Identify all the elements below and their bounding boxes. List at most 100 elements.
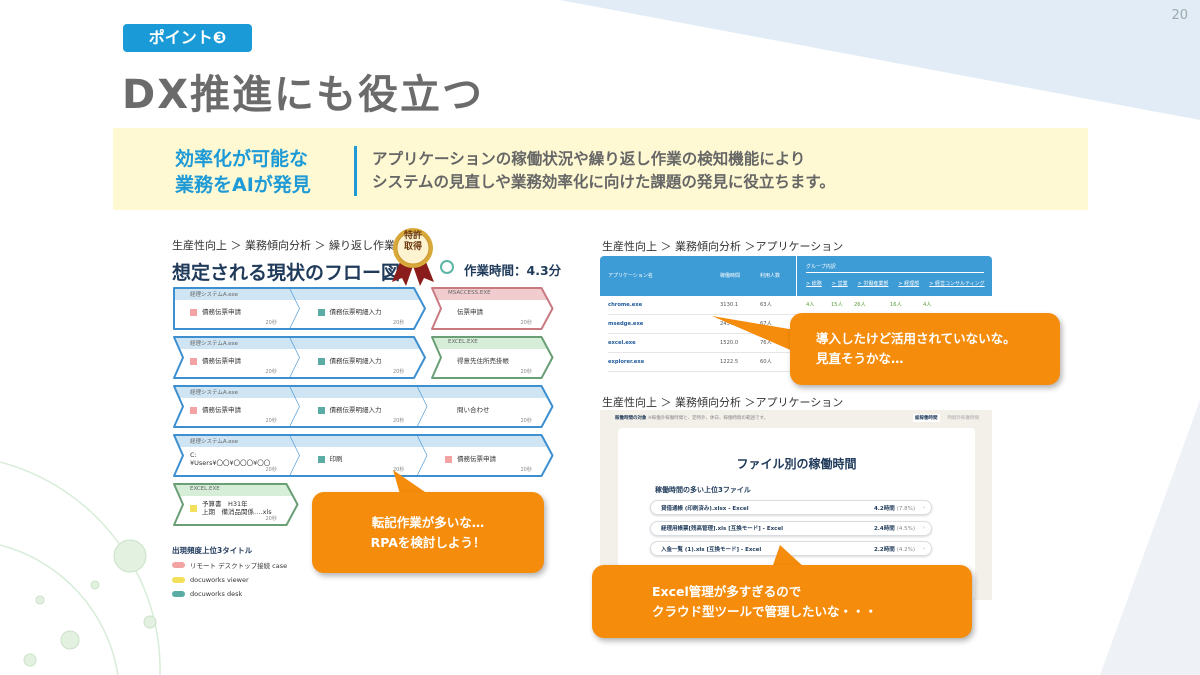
app-shape-outline [431,336,554,379]
files-breadcrumb: 生産性向上 ＞ 業務傾向分析 ＞アプリケーション [602,396,844,409]
app-users: 67人 [760,321,772,327]
chevron-right-icon: › [922,504,925,511]
top-right-band [560,0,1200,120]
flow-step[interactable]: 債務伝票申請 [190,402,288,418]
flow-step[interactable]: 債務伝票申請 [190,353,288,369]
callout-apps-line2: 見直そうかな… [816,351,904,366]
files-note: 稼働時間の対象 ※稼働外稼働時間と、定時外、休日、稼働時間の範囲です。 [615,415,768,421]
group-link[interactable]: > 労働産業部 [857,281,889,287]
files-note-label: 稼働時間の対象 [615,416,647,421]
flow-step[interactable]: C: ¥Users¥〇〇¥〇〇〇¥〇〇 [190,451,288,467]
step-label: 債務伝票申請 [202,406,241,414]
tab-total-time[interactable]: 総稼働時間 [913,414,940,422]
group-link[interactable]: > 経理部 [898,281,920,287]
step-time: 20秒 [265,467,277,473]
flow-step[interactable]: 得意先住所売掛帳 [445,353,543,369]
group-count: 15人 [831,302,843,308]
step-label: 債務伝票明細入力 [329,357,382,365]
decorative-arcs [0,461,161,675]
file-hours: 2.4時間 [873,526,895,532]
callout-files-line2: クラウド型ツールで管理したいな・・・ [652,603,878,619]
app-time: 3130.1 [720,302,739,308]
app-name-link[interactable]: excel.exe [608,340,636,346]
app-name-link[interactable]: chrome.exe [608,302,643,308]
step-marker-icon [445,455,452,463]
header-divider [796,256,797,296]
group-link[interactable]: > 営業 [831,281,848,287]
flow-row [173,385,554,428]
callout-apps: 導入したけど活用されていないな。見直そうかな… [790,313,1060,385]
app-name: EXCEL.EXE [190,486,220,492]
step-marker-icon [190,357,197,365]
clock-icon [440,260,454,274]
app-name-link[interactable]: explorer.exe [608,359,645,365]
flow-step[interactable]: 伝票申請 [445,304,543,320]
step-time: 20秒 [265,418,277,424]
flow-step[interactable]: 問い合わせ [445,402,543,418]
flow-step[interactable]: 予算書 H31年 上期 備消品関係….xls [190,500,288,516]
col-app-name: アプリケーション名 [608,273,653,279]
app-name: EXCEL.EXE [448,339,478,345]
step-label: C: ¥Users¥〇〇¥〇〇〇¥〇〇 [190,451,271,467]
flow-step[interactable]: 債務伝票明細入力 [317,353,416,369]
app-name-link[interactable]: msedge.exe [608,321,644,327]
group-link[interactable]: > 経営コンサルティング [929,281,985,287]
step-time: 20秒 [520,369,532,375]
page-number: 20 [1171,8,1188,23]
summary-heading-line2: 業務をAIが発見 [175,174,311,196]
summary-divider [354,146,357,196]
flow-step[interactable]: 債務伝票申請 [445,451,543,467]
file-value: 2.4時間(4.5%) [874,524,915,532]
work-time: 作業時間：4.3分 [444,260,561,279]
step-label: 印刷 [329,455,343,463]
app-time: 2457.0 [720,321,739,327]
flow-row [173,336,554,379]
callout-rpa-line2: RPAを検討しよう！ [370,534,486,550]
tab-overtime[interactable]: 時間外稼働時間 [947,416,980,421]
app-name: MSACCESS.EXE [448,290,491,296]
legend-title: 出現頻度上位3タイトル [172,546,253,555]
flow-step[interactable]: 債務伝票申請 [190,304,288,320]
app-header-band [432,337,553,349]
app-time: 1520.0 [720,340,739,346]
files-note-text: ※稼働外稼働時間と、定時外、休日、稼働時間の範囲です。 [647,416,769,421]
legend-swatch [172,562,185,568]
chevron-right-icon: › [922,545,925,552]
callout-files-line1: Excel管理が多すぎるので [652,583,802,599]
file-hours: 4.2時間 [873,505,895,512]
step-time: 20秒 [265,516,277,522]
flow-row [173,287,554,330]
file-hours: 2.2時間 [873,546,895,553]
step-time: 20秒 [393,369,405,375]
flow-step[interactable]: 債務伝票明細入力 [317,304,416,320]
col-time: 稼働時間 [720,273,741,279]
file-name: 貸借通帳 (印刷済み).xlsx - Excel [661,505,749,512]
callout-apps-line1: 導入したけど活用されていないな。 [816,331,1016,346]
group-count: 4人 [923,302,932,308]
legend-swatch [172,591,185,597]
medal-text: 特許取得 [403,231,422,252]
chevron-right-icon: › [922,525,925,531]
step-divider [289,336,300,379]
step-label: 問い合わせ [457,406,490,414]
app-name: 経理システムA.exe [190,390,239,396]
group-link[interactable]: > 総務 [806,281,822,287]
files-subtitle: 稼働時間の多い上位3ファイル [655,486,751,494]
summary-heading: 効率化が可能な 業務をAIが発見 [175,146,311,198]
flow-step[interactable]: 債務伝票明細入力 [317,402,416,418]
app-users: 60人 [760,359,772,365]
step-marker-icon [317,406,325,414]
app-time: 1222.5 [720,359,739,365]
flow-step[interactable]: 印刷 [317,451,416,467]
app-header-band [174,386,553,398]
step-divider [416,385,428,428]
app-shape-outline [173,385,554,428]
app-users: 76人 [760,340,772,346]
summary-text: アプリケーションの稼働状況や繰り返し作業の検知機能により システムの見直しや業務… [372,148,835,194]
group-link-label: 労働産業部 [863,281,889,287]
file-percent: (4.2%) [896,546,915,553]
